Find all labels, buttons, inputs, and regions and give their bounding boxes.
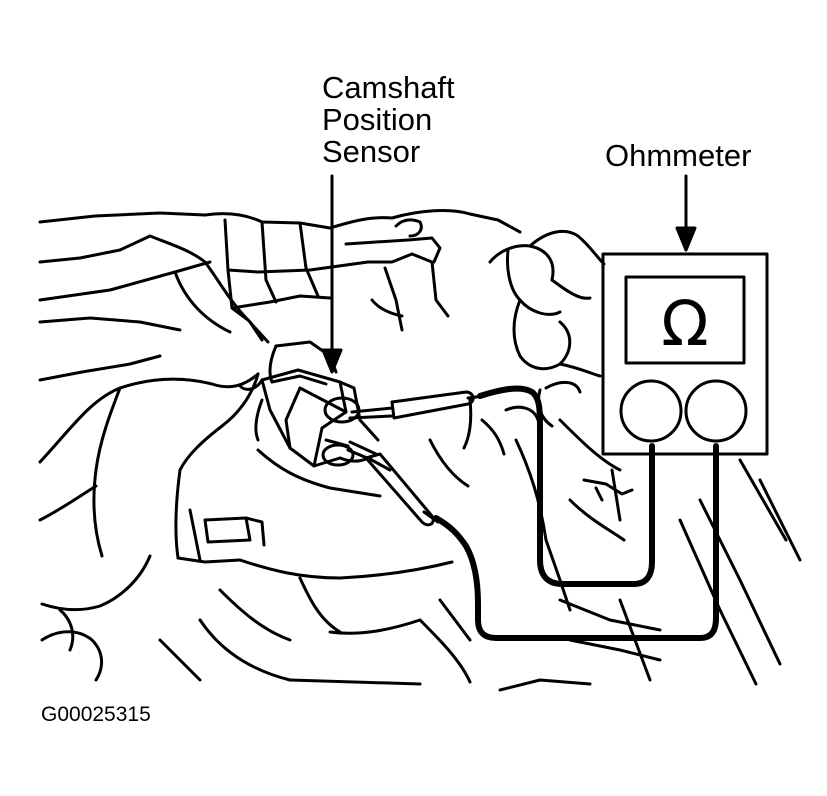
sensor-arrowhead xyxy=(321,348,343,374)
probe-lower xyxy=(346,440,440,527)
label-line: Sensor xyxy=(322,134,421,169)
camshaft-position-sensor-label: Camshaft Position Sensor xyxy=(322,72,455,168)
ohmmeter-jack-right xyxy=(684,379,748,443)
ohmmeter xyxy=(601,252,769,456)
ohmmeter-label: Ohmmeter xyxy=(605,138,752,173)
probe-upper xyxy=(348,390,486,420)
ohmmeter-jack-left xyxy=(619,379,683,443)
ohmmeter-arrowhead xyxy=(675,226,697,252)
ohmmeter-case xyxy=(601,252,769,456)
label-line: Camshaft xyxy=(322,70,455,105)
ohmmeter-display xyxy=(624,275,746,365)
figure-id: G00025315 xyxy=(41,703,151,726)
ohm-symbol: Ω xyxy=(661,287,708,360)
test-leads xyxy=(433,385,719,641)
label-line: Position xyxy=(322,102,433,137)
callout-arrows xyxy=(321,174,697,374)
engine-bay-outline xyxy=(38,209,802,692)
